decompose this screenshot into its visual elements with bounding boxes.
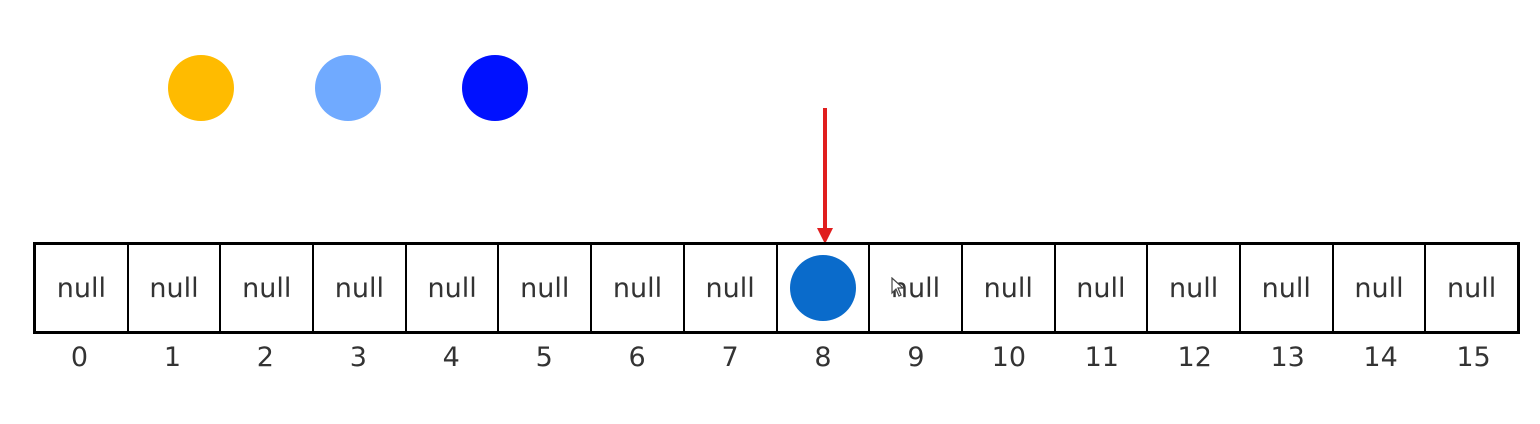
cell-value: null bbox=[1076, 272, 1126, 304]
dark-blue-ball bbox=[462, 55, 528, 121]
cell-value: null bbox=[705, 272, 755, 304]
array-cell: null bbox=[129, 245, 222, 331]
cell-value: null bbox=[1354, 272, 1404, 304]
array-cell: null bbox=[870, 245, 963, 331]
cell-value: null bbox=[1447, 272, 1497, 304]
down-arrow-icon bbox=[817, 108, 833, 244]
cell-value: null bbox=[427, 272, 477, 304]
cell-index-label: 1 bbox=[163, 342, 181, 373]
cell-value: null bbox=[56, 272, 106, 304]
cell-index-label: 8 bbox=[814, 342, 832, 373]
array-cell: null bbox=[1148, 245, 1241, 331]
cell-value: null bbox=[334, 272, 385, 304]
array-cell: null bbox=[1426, 245, 1517, 331]
cell-index-label: 9 bbox=[907, 342, 925, 373]
cell-index-label: 0 bbox=[70, 342, 89, 373]
array-cell: null bbox=[36, 245, 129, 331]
cell-index-label: 14 bbox=[1363, 342, 1398, 373]
cell-index-label: 5 bbox=[535, 342, 553, 373]
array-cell: null bbox=[685, 245, 778, 331]
cell-index-label: 7 bbox=[721, 342, 739, 373]
array-cell: null bbox=[314, 245, 407, 331]
cell-value: null bbox=[242, 272, 292, 304]
hash-array: null null null null null null null null null null… bbox=[33, 242, 1520, 334]
cell-index-label: 13 bbox=[1270, 342, 1305, 373]
cell-index-label: 10 bbox=[991, 342, 1027, 373]
array-cell: null bbox=[499, 245, 593, 331]
array-cell: null bbox=[592, 245, 685, 331]
cell-index-label: 4 bbox=[442, 342, 460, 373]
array-cell: null bbox=[221, 245, 315, 331]
array-cell: null bbox=[1241, 245, 1334, 331]
cell-value: null bbox=[612, 272, 663, 304]
cell-value: null bbox=[520, 272, 570, 304]
cell-index-label: 12 bbox=[1177, 342, 1212, 373]
cell-value: null bbox=[1261, 272, 1311, 304]
array-cell: null bbox=[1056, 245, 1149, 331]
light-blue-ball bbox=[315, 55, 381, 121]
yellow-ball bbox=[168, 55, 234, 121]
cell-index-label: 15 bbox=[1456, 342, 1491, 373]
array-cell bbox=[778, 245, 871, 331]
stored-ball bbox=[789, 255, 856, 321]
array-cell: null bbox=[407, 245, 500, 331]
array-cell: null bbox=[963, 245, 1056, 331]
cell-value: null bbox=[983, 272, 1033, 304]
cell-index-label: 11 bbox=[1084, 342, 1119, 373]
cell-index-label: 3 bbox=[349, 342, 367, 373]
array-cell: null bbox=[1334, 245, 1427, 331]
cell-value: null bbox=[1168, 272, 1219, 304]
mouse-cursor-icon bbox=[891, 277, 905, 297]
cell-index-label: 6 bbox=[628, 342, 646, 373]
cell-value: null bbox=[149, 272, 199, 304]
cell-index-label: 2 bbox=[256, 342, 274, 373]
